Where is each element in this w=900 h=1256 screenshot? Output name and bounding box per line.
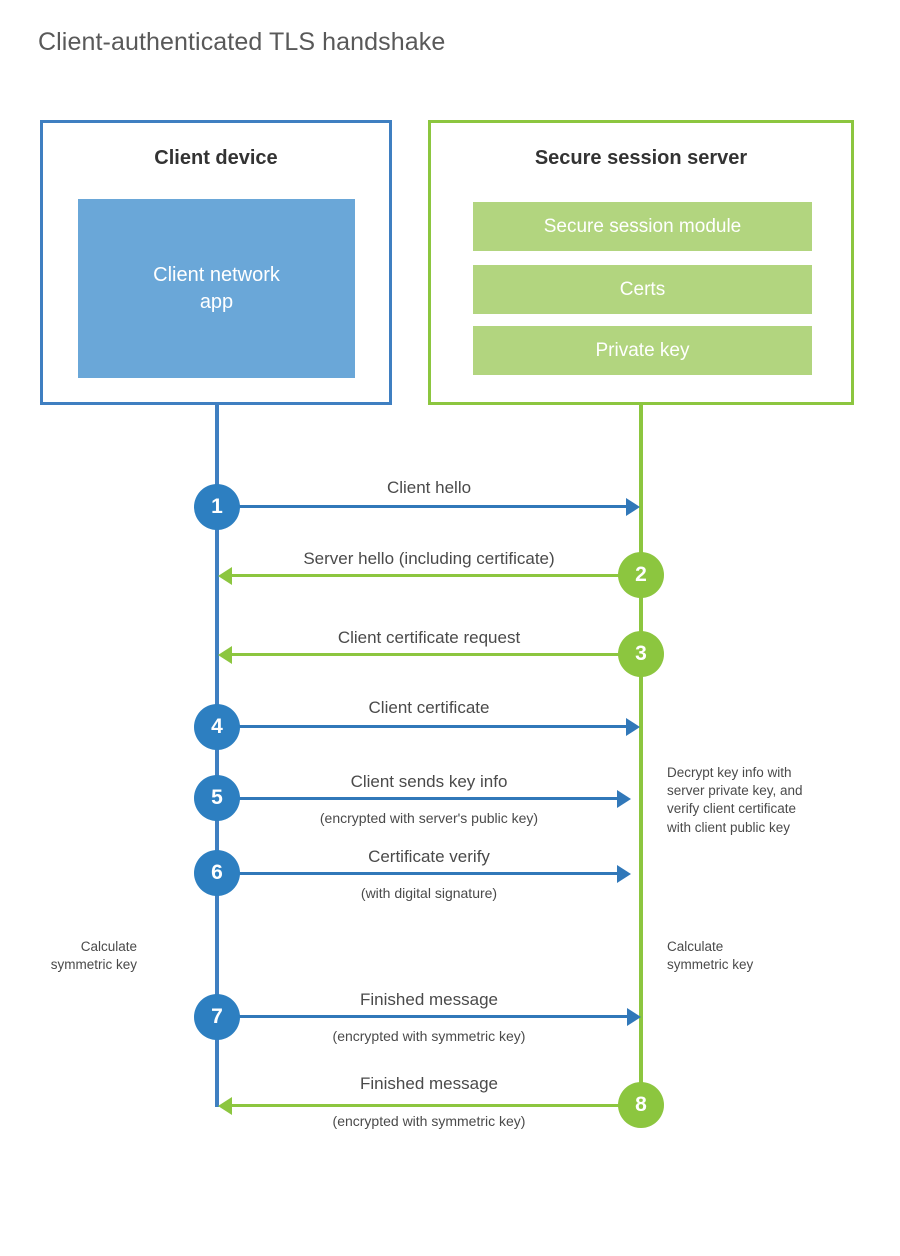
step-2-arrow-line <box>232 574 641 577</box>
private-key-block: Private key <box>473 326 812 375</box>
step-2-label: Server hello (including certificate) <box>303 549 555 568</box>
step-7-marker[interactable]: 7 <box>194 994 240 1040</box>
step-5-arrow-head-icon <box>617 790 631 808</box>
client-device-title: Client device <box>154 147 278 169</box>
step-5-sublabel: (encrypted with server's public key) <box>319 810 539 826</box>
server-decrypt-note: Decrypt key info with server private key… <box>667 765 803 835</box>
step-3-arrow-line <box>232 653 641 656</box>
client-device-box: Client device Client network app <box>40 120 392 405</box>
step-4-arrow-line <box>217 725 626 728</box>
step-5-arrow-line <box>217 797 617 800</box>
step-4-label: Client certificate <box>368 698 490 717</box>
client-calculate-symmetric-key-note: Calculate symmetric key <box>50 939 137 973</box>
step-8-marker[interactable]: 8 <box>618 1082 664 1128</box>
step-8-label: Finished message <box>360 1074 498 1093</box>
step-7-arrow-line <box>217 1015 627 1018</box>
step-1-arrow-head-icon <box>626 498 640 516</box>
client-network-app-block: Client network app <box>78 199 355 378</box>
step-7-sublabel: (encrypted with symmetric key) <box>332 1028 526 1044</box>
step-6-sublabel: (with digital signature) <box>360 885 498 901</box>
step-6-arrow-line <box>217 872 617 875</box>
step-3-label: Client certificate request <box>337 628 521 647</box>
step-1-marker[interactable]: 1 <box>194 484 240 530</box>
step-2-arrow-head-icon <box>218 567 232 585</box>
step-6-arrow-head-icon <box>617 865 631 883</box>
secure-session-server-box: Secure session server Secure session mod… <box>428 120 854 405</box>
step-7-arrow-head-icon <box>627 1008 641 1026</box>
secure-session-server-title: Secure session server <box>534 147 748 169</box>
step-7-label: Finished message <box>360 990 498 1009</box>
secure-session-module-block: Secure session module <box>473 202 812 251</box>
step-6-label: Certificate verify <box>368 847 490 866</box>
server-calculate-symmetric-key-note: Calculate symmetric key <box>667 939 754 973</box>
step-1-label: Client hello <box>386 478 472 497</box>
page-title: Client-authenticated TLS handshake <box>38 28 446 56</box>
step-1-arrow-line <box>217 505 626 508</box>
step-5-marker[interactable]: 5 <box>194 775 240 821</box>
step-6-marker[interactable]: 6 <box>194 850 240 896</box>
certs-block: Certs <box>473 265 812 314</box>
step-5-label: Client sends key info <box>350 772 508 791</box>
step-8-sublabel: (encrypted with symmetric key) <box>332 1113 526 1129</box>
step-4-arrow-head-icon <box>626 718 640 736</box>
client-lifeline <box>215 403 219 1107</box>
step-3-marker[interactable]: 3 <box>618 631 664 677</box>
step-8-arrow-line <box>232 1104 641 1107</box>
step-8-arrow-head-icon <box>218 1097 232 1115</box>
step-2-marker[interactable]: 2 <box>618 552 664 598</box>
step-4-marker[interactable]: 4 <box>194 704 240 750</box>
step-3-arrow-head-icon <box>218 646 232 664</box>
server-lifeline <box>639 403 643 1107</box>
